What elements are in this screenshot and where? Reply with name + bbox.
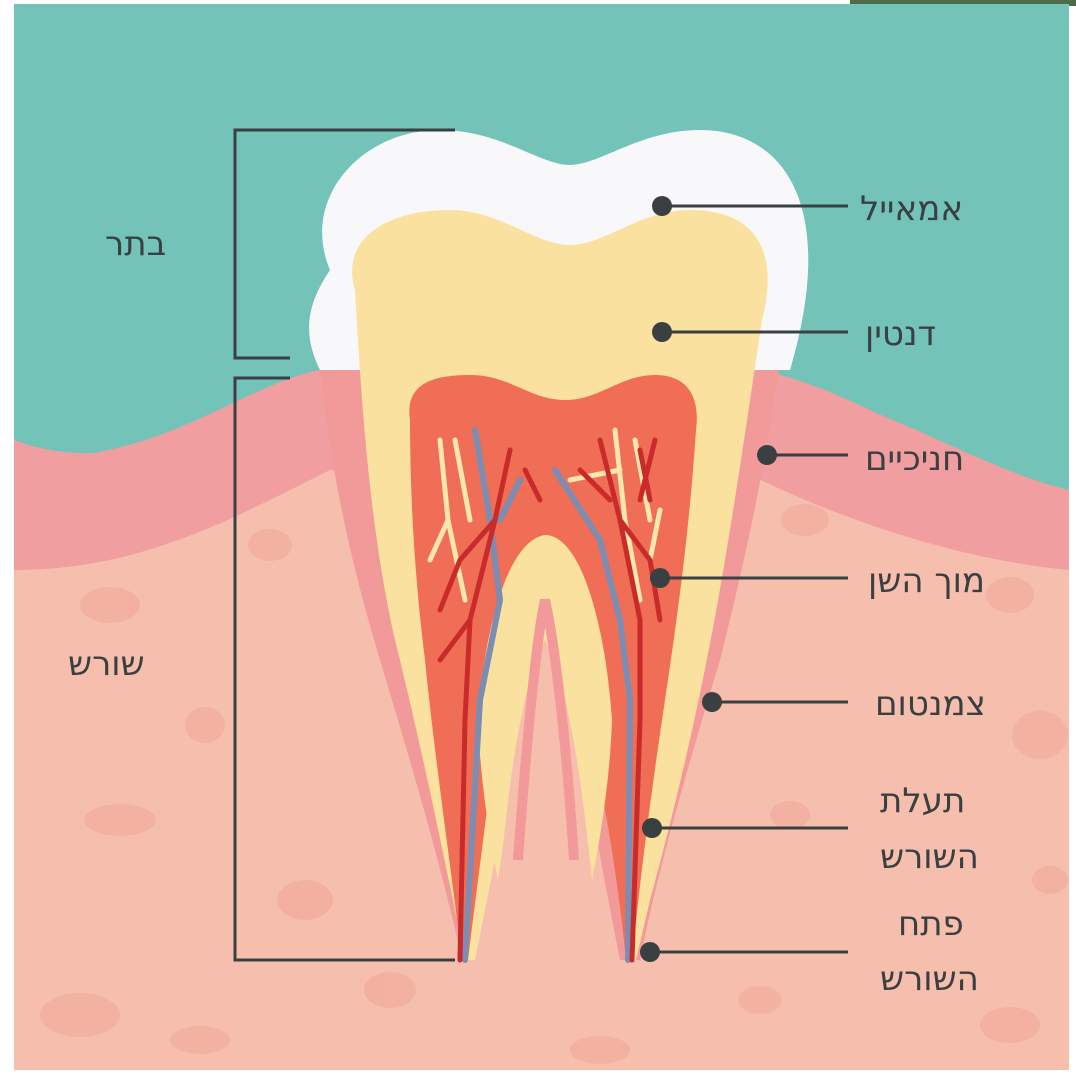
enamel-label: אמאייל bbox=[860, 189, 963, 229]
pulp-pointer-dot bbox=[650, 568, 670, 588]
root-canal-label-line1: תעלת bbox=[880, 781, 965, 821]
dentin-pointer-dot bbox=[652, 322, 672, 342]
root-canal-pointer-dot bbox=[642, 818, 662, 838]
gums-label: חניכיים bbox=[865, 439, 964, 479]
apex-label-line1: פתח bbox=[898, 904, 964, 944]
cementum-pointer-dot bbox=[702, 692, 722, 712]
cementum-label: צמנטום bbox=[875, 684, 986, 724]
pulp-label: מוך השן bbox=[868, 561, 985, 601]
gums-pointer-dot bbox=[757, 445, 777, 465]
apex-label-line2: השורש bbox=[880, 959, 979, 999]
apex-pointer-dot bbox=[640, 942, 660, 962]
root-label: שורש bbox=[68, 644, 145, 684]
crown-label: בתר bbox=[105, 224, 166, 264]
enamel-pointer-dot bbox=[652, 196, 672, 216]
dentin-label: דנטין bbox=[865, 314, 936, 354]
root-canal-label-line2: השורש bbox=[880, 837, 979, 877]
